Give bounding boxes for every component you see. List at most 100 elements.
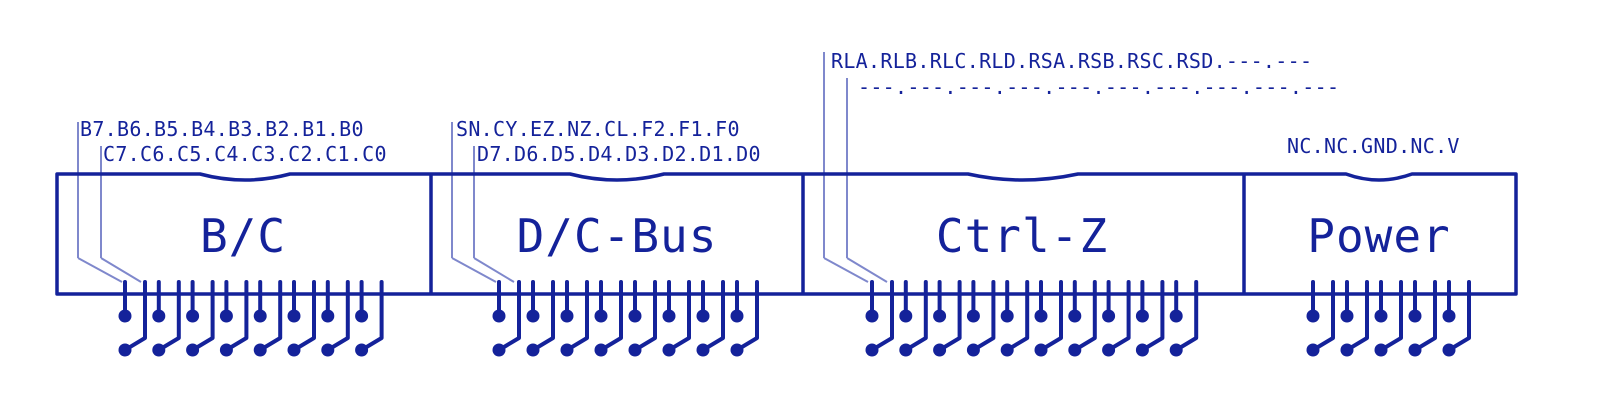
- pin-pad: [1135, 309, 1149, 323]
- pin-pad: [730, 343, 744, 357]
- pin-pad: [526, 309, 540, 323]
- pin-lead: [325, 280, 350, 352]
- pin-lead: [1072, 280, 1097, 352]
- pin-pad: [1374, 343, 1388, 357]
- pin-lead: [1345, 280, 1369, 352]
- pin-pad: [1169, 343, 1183, 357]
- pin-pad: [152, 309, 166, 323]
- pin-pad: [865, 309, 879, 323]
- pin-pad: [1102, 309, 1116, 323]
- pin-row: [118, 280, 384, 357]
- pin-pad: [594, 343, 608, 357]
- pin-lead: [1311, 280, 1335, 352]
- pin-pad: [1340, 343, 1354, 357]
- leader-line: [823, 257, 869, 283]
- pin-pad: [1000, 309, 1014, 323]
- pin-pad: [933, 309, 947, 323]
- pin-pad: [321, 309, 335, 323]
- pin-pad: [1442, 309, 1456, 323]
- module-dc-bus: SN.CY.EZ.NZ.CL.F2.F1.F0 D7.D6.D5.D4.D3.D…: [451, 117, 761, 357]
- pin-label-row-2: ---.---.---.---.---.---.---.---.---.---: [858, 75, 1339, 99]
- pin-pad: [1169, 309, 1183, 323]
- pin-pad: [186, 309, 200, 323]
- pin-lead: [258, 280, 283, 352]
- pin-lead: [1413, 280, 1437, 352]
- pin-pad: [696, 343, 710, 357]
- pin-pad: [1374, 309, 1388, 323]
- module-name: Ctrl-Z: [936, 209, 1108, 263]
- pin-label-row-1: RLA.RLB.RLC.RLD.RSA.RSB.RSC.RSD.---.---: [831, 49, 1312, 73]
- pin-pad: [662, 343, 676, 357]
- pin-lead: [1379, 280, 1403, 352]
- pin-lead: [870, 280, 894, 352]
- pin-pad: [899, 343, 913, 357]
- pin-lead: [1174, 280, 1199, 352]
- pin-pad: [662, 309, 676, 323]
- pin-pad: [219, 343, 233, 357]
- module-name: B/C: [200, 209, 286, 263]
- pin-pad: [287, 343, 301, 357]
- leader-line: [846, 257, 888, 283]
- pin-label-row-1: NC.NC.GND.NC.V: [1287, 134, 1460, 158]
- pin-row: [1306, 280, 1471, 357]
- pin-pad: [118, 309, 132, 323]
- pin-pad: [118, 343, 132, 357]
- module-ctrl-z: RLA.RLB.RLC.RLD.RSA.RSB.RSC.RSD.---.--- …: [823, 49, 1339, 357]
- pin-pad: [492, 309, 506, 323]
- pin-pad: [560, 343, 574, 357]
- pin-lead: [937, 280, 962, 352]
- pin-lead: [531, 280, 555, 352]
- pin-label-row-1: B7.B6.B5.B4.B3.B2.B1.B0: [80, 117, 364, 141]
- pin-label-row-2: D7.D6.D5.D4.D3.D2.D1.D0: [477, 142, 761, 166]
- pin-pad: [287, 309, 301, 323]
- pin-pad: [152, 343, 166, 357]
- pin-pad: [1068, 343, 1082, 357]
- pin-pad: [526, 343, 540, 357]
- pin-lead: [599, 280, 623, 352]
- pin-pad: [219, 309, 233, 323]
- pin-lead: [1039, 280, 1063, 352]
- pin-lead: [156, 280, 181, 352]
- pin-pad: [628, 343, 642, 357]
- pin-pad: [1034, 309, 1048, 323]
- pin-lead: [123, 280, 147, 352]
- pin-pad: [628, 309, 642, 323]
- pin-lead: [701, 280, 725, 352]
- pin-pad: [933, 343, 947, 357]
- pin-pad: [696, 309, 710, 323]
- pin-lead: [735, 280, 759, 352]
- leader-line: [451, 257, 497, 283]
- module-bc: B7.B6.B5.B4.B3.B2.B1.B0 C7.C6.C5.C4.C3.C…: [77, 117, 387, 357]
- pin-lead: [903, 280, 928, 352]
- module-name: Power: [1307, 209, 1450, 263]
- pin-label-row-1: SN.CY.EZ.NZ.CL.F2.F1.F0: [456, 117, 740, 141]
- pin-lead: [633, 280, 657, 352]
- pin-lead: [224, 280, 249, 352]
- pin-pad: [1340, 309, 1354, 323]
- pin-pad: [253, 343, 267, 357]
- pin-pad: [1408, 343, 1422, 357]
- pin-pad: [1408, 309, 1422, 323]
- pin-pad: [355, 343, 369, 357]
- pin-pad: [966, 343, 980, 357]
- leader-line: [473, 257, 515, 283]
- pin-pad: [1442, 343, 1456, 357]
- pin-pad: [730, 309, 744, 323]
- module-power: NC.NC.GND.NC.V Power: [1287, 134, 1471, 357]
- pin-lead: [971, 280, 996, 352]
- pin-pad: [594, 309, 608, 323]
- pin-pad: [1000, 343, 1014, 357]
- pin-label-row-2: C7.C6.C5.C4.C3.C2.C1.C0: [103, 142, 387, 166]
- pin-pad: [1034, 343, 1048, 357]
- leader-line: [100, 257, 142, 283]
- pin-lead: [667, 280, 691, 352]
- pin-lead: [1106, 280, 1131, 352]
- pin-pad: [186, 343, 200, 357]
- pin-pad: [1102, 343, 1116, 357]
- pin-pad: [253, 309, 267, 323]
- connector-frame: [55, 172, 1518, 296]
- pin-pad: [1306, 309, 1320, 323]
- pin-lead: [1447, 280, 1471, 352]
- pin-pad: [1135, 343, 1149, 357]
